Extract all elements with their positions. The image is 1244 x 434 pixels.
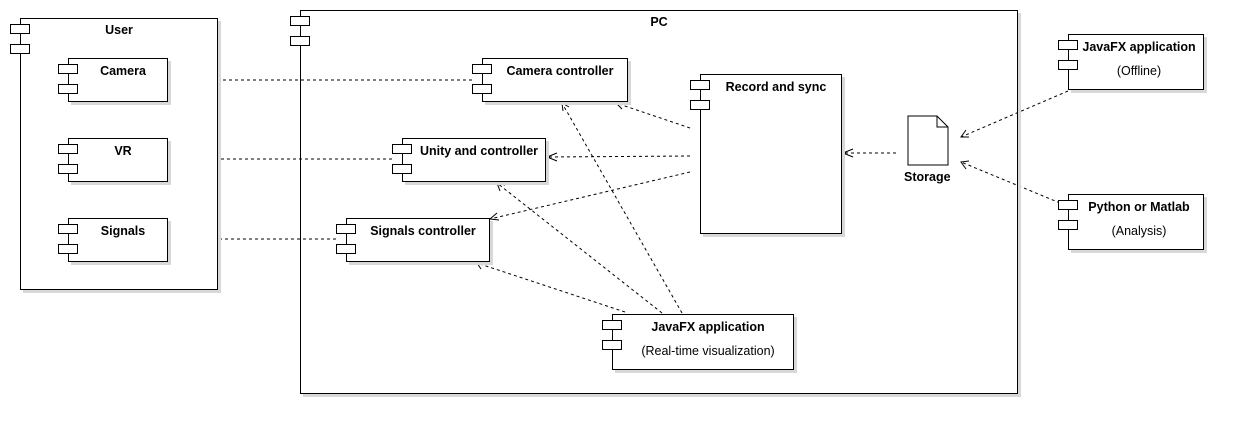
arrow-offline-to-storage	[960, 90, 1069, 138]
component-icon	[1058, 40, 1078, 50]
component-icon	[10, 24, 30, 34]
storage-icon	[907, 115, 949, 166]
javafx-offline-component: JavaFX application (Offline)	[1068, 34, 1204, 90]
pc-title: PC	[650, 15, 668, 29]
component-icon	[336, 244, 356, 254]
arrow-javafx-to-cameracontroller	[561, 102, 683, 314]
user-title: User	[105, 23, 133, 37]
python-matlab-component: Python or Matlab (Analysis)	[1068, 194, 1204, 250]
unity-controller-component: Unity and controller	[402, 138, 546, 182]
arrow-record-to-cameracontroller	[615, 102, 691, 129]
component-icon	[472, 84, 492, 94]
component-icon	[392, 144, 412, 154]
record-sync-component: Record and sync	[700, 74, 842, 234]
component-icon	[58, 244, 78, 254]
component-icon	[690, 80, 710, 90]
signals-component: Signals	[68, 218, 168, 262]
camera-controller-component: Camera controller	[482, 58, 628, 102]
signals-controller-component: Signals controller	[346, 218, 490, 262]
storage-label: Storage	[904, 170, 951, 184]
component-icon	[1058, 200, 1078, 210]
component-icon	[58, 224, 78, 234]
component-icon	[58, 164, 78, 174]
component-icon	[602, 340, 622, 350]
component-icon	[392, 164, 412, 174]
component-icon	[290, 16, 310, 26]
component-icon	[602, 320, 622, 330]
component-icon	[58, 84, 78, 94]
arrow-javafx-to-unity	[496, 182, 663, 314]
component-icon	[1058, 220, 1078, 230]
arrow-javafx-to-signalscontroller	[476, 262, 626, 313]
arrow-record-to-signalscontroller	[489, 171, 691, 220]
component-icon	[10, 44, 30, 54]
component-icon	[1058, 60, 1078, 70]
camera-component: Camera	[68, 58, 168, 102]
component-icon	[336, 224, 356, 234]
javafx-realtime-component: JavaFX application (Real-time visualizat…	[612, 314, 794, 370]
component-icon	[290, 36, 310, 46]
component-icon	[58, 144, 78, 154]
component-icon	[690, 100, 710, 110]
component-icon	[58, 64, 78, 74]
pc-node: PC	[300, 10, 1018, 394]
component-icon	[472, 64, 492, 74]
vr-component: VR	[68, 138, 168, 182]
